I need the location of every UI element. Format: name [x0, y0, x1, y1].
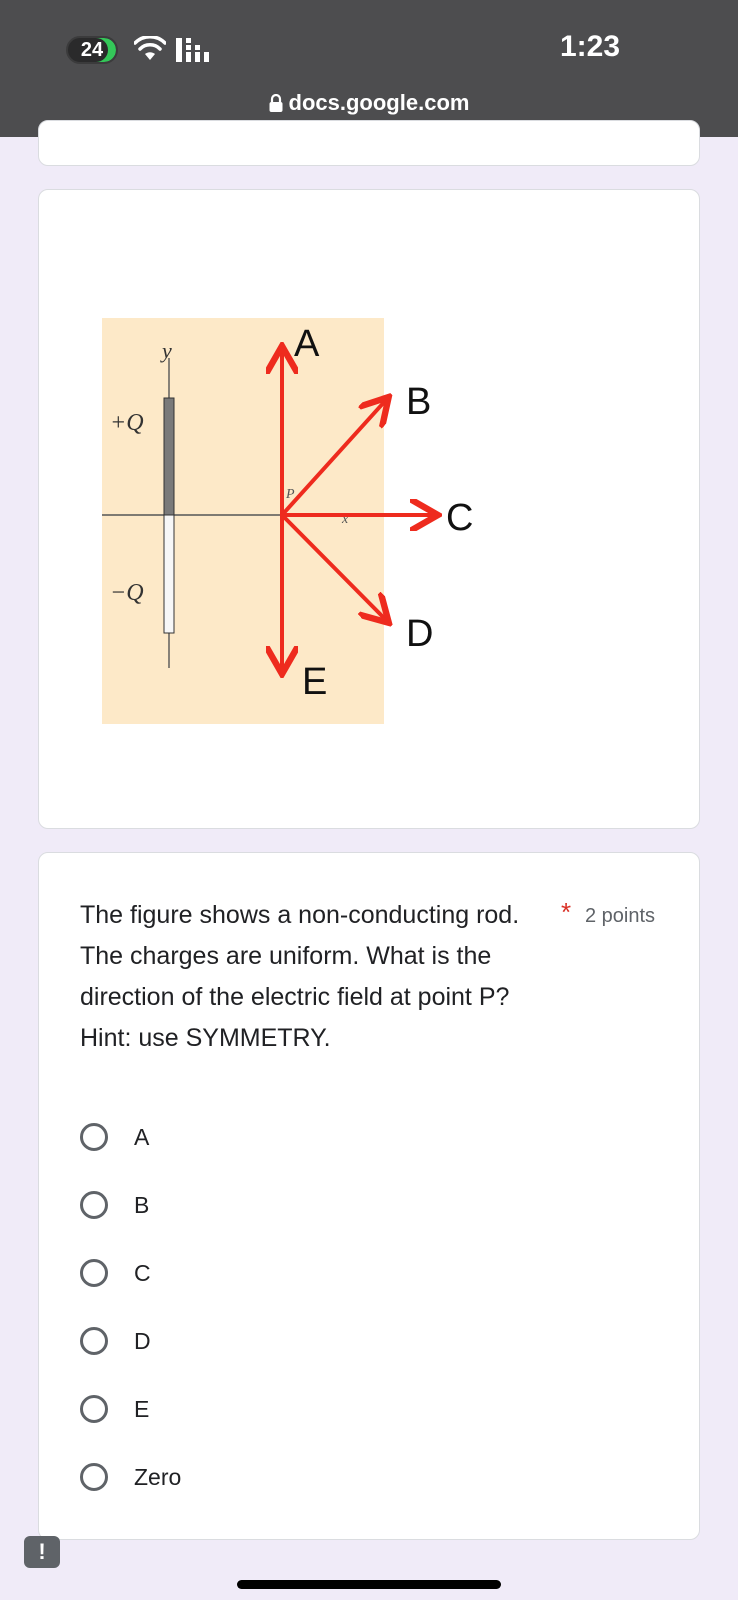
points-label: 2 points [585, 905, 656, 927]
option-label: A [134, 1123, 150, 1150]
arrow-b [280, 400, 386, 517]
address-bar[interactable]: docs.google.com [0, 90, 738, 116]
url-text: docs.google.com [288, 90, 470, 115]
figure-background [102, 318, 384, 724]
arrow-label-e: E [302, 661, 327, 703]
radio-button-icon[interactable] [80, 1463, 108, 1491]
wifi-icon [134, 36, 166, 60]
rod-positive [163, 397, 175, 516]
lock-icon [269, 94, 283, 112]
radio-button-icon[interactable] [80, 1395, 108, 1423]
previous-card [38, 120, 700, 166]
y-axis-label: y [160, 338, 172, 363]
signal-icon [176, 38, 209, 62]
radio-button-icon[interactable] [80, 1123, 108, 1151]
arrow-label-a: A [294, 323, 320, 365]
arrow-d [280, 513, 386, 620]
radio-button-icon[interactable] [80, 1327, 108, 1355]
arrow-label-c: C [446, 497, 473, 539]
arrow-label-d: D [406, 613, 433, 655]
clock: 1:23 [560, 30, 621, 63]
question-text: The figure shows a non-conducting rod. T… [80, 901, 520, 1052]
option-b[interactable]: B [80, 1171, 181, 1239]
option-label: E [134, 1395, 150, 1422]
option-label: C [134, 1259, 151, 1286]
negative-charge-label: −Q [110, 580, 144, 606]
option-c[interactable]: C [80, 1239, 181, 1307]
option-label: Zero [134, 1463, 182, 1490]
home-indicator[interactable] [237, 1580, 501, 1589]
option-a[interactable]: A [80, 1103, 181, 1171]
arrow-label-b: B [406, 381, 431, 423]
report-problem-icon[interactable]: ! [24, 1536, 60, 1568]
x-axis-label: x [341, 512, 349, 527]
battery-level: 24 [80, 38, 104, 61]
option-d[interactable]: D [80, 1307, 181, 1375]
option-label: B [134, 1191, 150, 1218]
option-zero[interactable]: Zero [80, 1443, 181, 1511]
question-card: The figure shows a non-conducting rod. T… [38, 852, 700, 1540]
radio-button-icon[interactable] [80, 1191, 108, 1219]
radio-button-icon[interactable] [80, 1259, 108, 1287]
option-label: D [134, 1327, 151, 1354]
image-card: y x +Q −Q P A B C D E [38, 189, 700, 829]
options-list: A B C D E Zero [80, 1103, 181, 1511]
battery-icon: 24 [66, 36, 118, 64]
option-e[interactable]: E [80, 1375, 181, 1443]
required-mark: * [561, 897, 572, 927]
status-bar: 24 1:23 docs.google.com [0, 0, 738, 137]
rod-negative [163, 514, 175, 634]
positive-charge-label: +Q [110, 410, 144, 436]
point-label: P [285, 487, 295, 502]
question-figure: y x +Q −Q P A B C D E [102, 318, 473, 724]
